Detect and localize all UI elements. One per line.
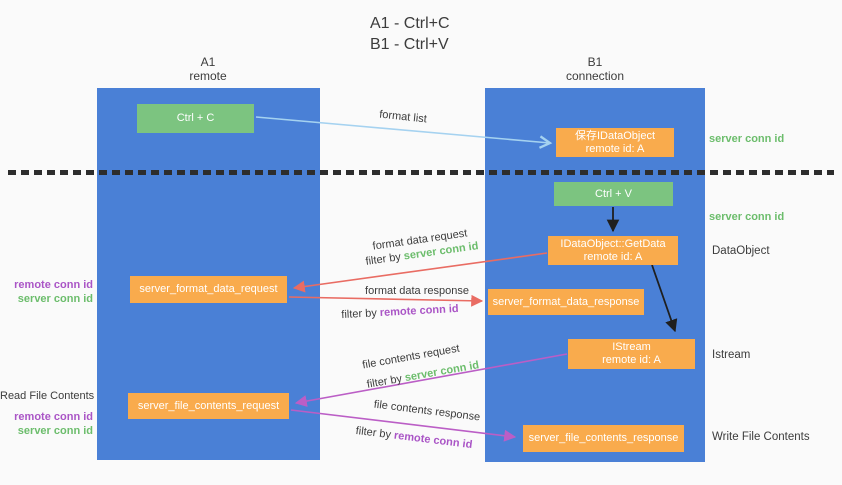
title-line-a1: A1 - Ctrl+C bbox=[370, 15, 450, 32]
istream-line2: remote id: A bbox=[602, 354, 661, 366]
lane-header-a1: A1 remote bbox=[189, 55, 226, 83]
session-divider-dotted-line bbox=[8, 170, 834, 175]
server-format-data-request-node: server_format_data_request bbox=[130, 276, 287, 303]
save-idataobject-node: 保存IDataObject remote id: A bbox=[556, 128, 674, 157]
lane-b1-subtitle: connection bbox=[565, 69, 625, 83]
istream-node: IStream remote id: A bbox=[568, 339, 695, 369]
format-data-response-label: format data response bbox=[365, 285, 469, 297]
file-contents-response-arrow bbox=[290, 409, 517, 442]
file-contents-request-arrow bbox=[294, 353, 568, 407]
conn-id-note-block-mid: remote conn id server conn id bbox=[0, 279, 93, 306]
save-idataobject-line2: remote id: A bbox=[585, 142, 645, 155]
getdata-node: IDataObject::GetData remote id: A bbox=[548, 236, 678, 265]
getdata-line1: IDataObject::GetData bbox=[560, 237, 666, 250]
server-conn-id-note-top: server conn id bbox=[709, 133, 785, 145]
server-conn-id-note-mid: server conn id bbox=[709, 211, 785, 223]
server-file-contents-response-node: server_file_contents_response bbox=[523, 425, 684, 452]
istream-note: Istream bbox=[712, 349, 751, 361]
server-file-contents-request-label: server_file_contents_request bbox=[137, 399, 280, 412]
getdata-line2: remote id: A bbox=[583, 250, 643, 263]
title-line-b1: B1 - Ctrl+V bbox=[370, 36, 449, 53]
remote-conn-id-note-bottom: remote conn id bbox=[14, 411, 93, 423]
format-data-response-arrow bbox=[288, 294, 484, 307]
server-file-contents-response-label: server_file_contents_response bbox=[528, 432, 679, 444]
getdata-to-istream-arrow bbox=[651, 264, 678, 333]
filter-by-text-2: filter by bbox=[341, 307, 378, 322]
write-file-contents-note: Write File Contents bbox=[712, 431, 810, 443]
read-file-contents-note: Read File Contents bbox=[0, 390, 95, 402]
server-file-contents-request-node: server_file_contents_request bbox=[128, 393, 289, 419]
server-format-data-response-label: server_format_data_response bbox=[492, 295, 640, 308]
save-idataobject-line1: 保存IDataObject bbox=[574, 129, 656, 142]
server-format-data-response-node: server_format_data_response bbox=[488, 289, 644, 315]
ctrl-c-label: Ctrl + C bbox=[176, 112, 215, 124]
remote-conn-id-note-mid: remote conn id bbox=[14, 279, 93, 291]
lane-a1-subtitle: remote bbox=[189, 69, 227, 83]
lane-header-b1: B1 connection bbox=[566, 55, 624, 83]
format-list-arrow bbox=[255, 116, 553, 149]
diagram-title: A1 - Ctrl+C B1 - Ctrl+V bbox=[370, 13, 450, 55]
server-format-data-request-label: server_format_data_request bbox=[139, 283, 278, 295]
lane-b1-title: B1 bbox=[587, 55, 603, 69]
server-conn-id-note-left-mid: server conn id bbox=[17, 292, 93, 305]
server-conn-id-note-left-bottom: server conn id bbox=[17, 424, 93, 437]
dataobject-note: DataObject bbox=[712, 245, 770, 257]
ctrl-v-label: Ctrl + V bbox=[595, 187, 632, 200]
lane-a1-title: A1 bbox=[200, 55, 216, 69]
format-data-request-arrow bbox=[292, 252, 548, 293]
ctrl-v-node: Ctrl + V bbox=[554, 182, 673, 206]
conn-id-note-block-bottom: remote conn id server conn id bbox=[0, 411, 93, 438]
ctrl-c-node: Ctrl + C bbox=[137, 104, 254, 133]
istream-line1: IStream bbox=[612, 341, 651, 353]
